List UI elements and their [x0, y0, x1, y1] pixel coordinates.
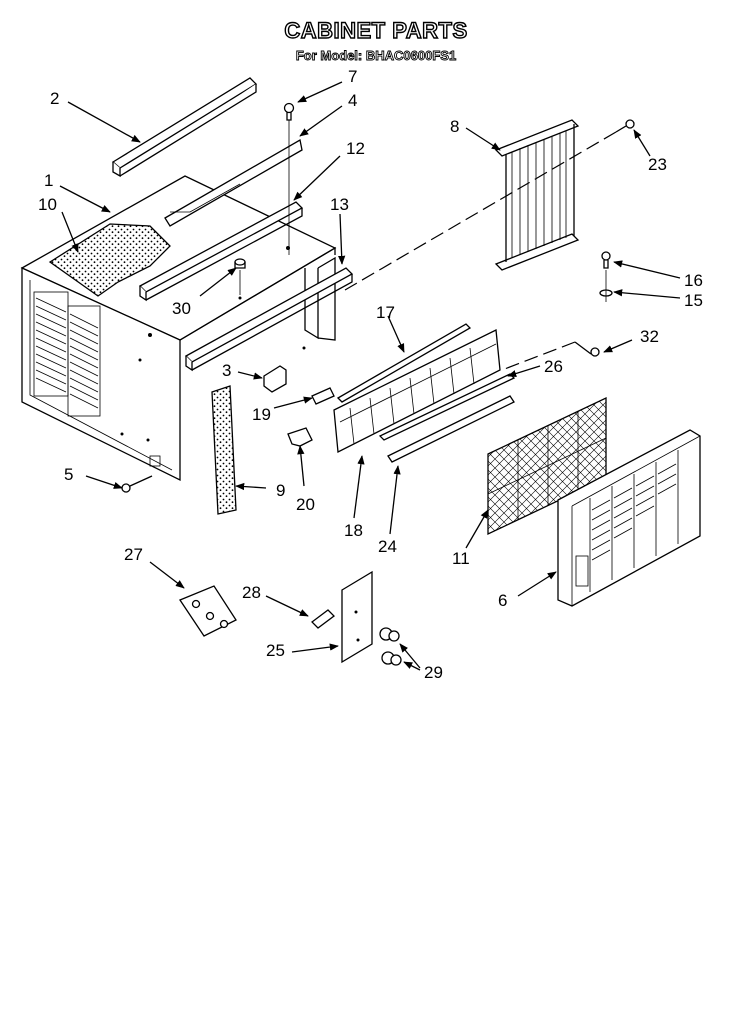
condenser-frame-8: [494, 119, 580, 271]
top-rail-2: [111, 77, 258, 178]
cabinet-shell: [20, 175, 337, 482]
model-subtitle: For Model: BHAC0600FS1: [295, 48, 457, 64]
callout-2: 2: [50, 89, 59, 108]
screw-7: [283, 102, 295, 255]
callout-18: 18: [344, 521, 363, 540]
callout-17: 17: [376, 303, 395, 322]
seal-strip-9: [211, 385, 237, 515]
assembly-line-23: [344, 131, 617, 291]
leader-lines: [59, 81, 681, 671]
front-rail-13: [184, 267, 354, 372]
callout-23: 23: [648, 155, 667, 174]
screw-16: [601, 251, 611, 269]
callout-6: 6: [498, 591, 507, 610]
screw-32: [574, 341, 600, 357]
bracket-4: [164, 138, 303, 227]
callout-5: 5: [64, 465, 73, 484]
callout-7: 7: [348, 67, 357, 86]
callout-1: 1: [44, 171, 53, 190]
front-panel-6: [557, 429, 701, 607]
callout-24: 24: [378, 537, 397, 556]
callout-8: 8: [450, 117, 459, 136]
callout-19: 19: [252, 405, 271, 424]
crank-20: [287, 427, 313, 447]
assembly-line-32: [501, 341, 576, 371]
callout-30: 30: [172, 299, 191, 318]
insulation-pad-10: [48, 223, 171, 297]
callout-25: 25: [266, 641, 285, 660]
grommet-30: [234, 258, 246, 295]
bracket-27: [179, 585, 237, 637]
callout-9: 9: [276, 481, 285, 500]
callout-29: 29: [424, 663, 443, 682]
washer-15: [599, 270, 613, 302]
callout-16: 16: [684, 271, 703, 290]
link-19: [311, 387, 335, 405]
callout-15: 15: [684, 291, 703, 310]
callout-3: 3: [222, 361, 231, 380]
callout-4: 4: [348, 91, 357, 110]
strip-24: [387, 395, 515, 463]
callout-10: 10: [38, 195, 57, 214]
louver-rod-17: [336, 323, 472, 403]
callout-32: 32: [640, 327, 659, 346]
plug-28: [311, 609, 335, 629]
page-title: CABINET PARTS: [284, 17, 468, 43]
knob-29: [379, 627, 402, 666]
callout-11: 11: [452, 549, 470, 568]
callout-26: 26: [544, 357, 563, 376]
screw-5: [121, 475, 153, 493]
rail-12: [138, 201, 304, 302]
callout-20: 20: [296, 495, 315, 514]
callout-27: 27: [124, 545, 143, 564]
callout-28: 28: [242, 583, 261, 602]
callout-labels: 2 7 4 1 10 12 13 8 23 16 15 30 17 32 26 …: [38, 67, 703, 682]
strip-26: [378, 373, 516, 441]
louver-frame-18: [333, 329, 501, 454]
clip-3: [263, 365, 287, 393]
cabinet-louvers: [33, 291, 101, 417]
mounting-plate-25: [341, 570, 373, 664]
callout-12: 12: [346, 139, 365, 158]
screw-23: [615, 119, 635, 133]
callout-13: 13: [330, 195, 349, 214]
